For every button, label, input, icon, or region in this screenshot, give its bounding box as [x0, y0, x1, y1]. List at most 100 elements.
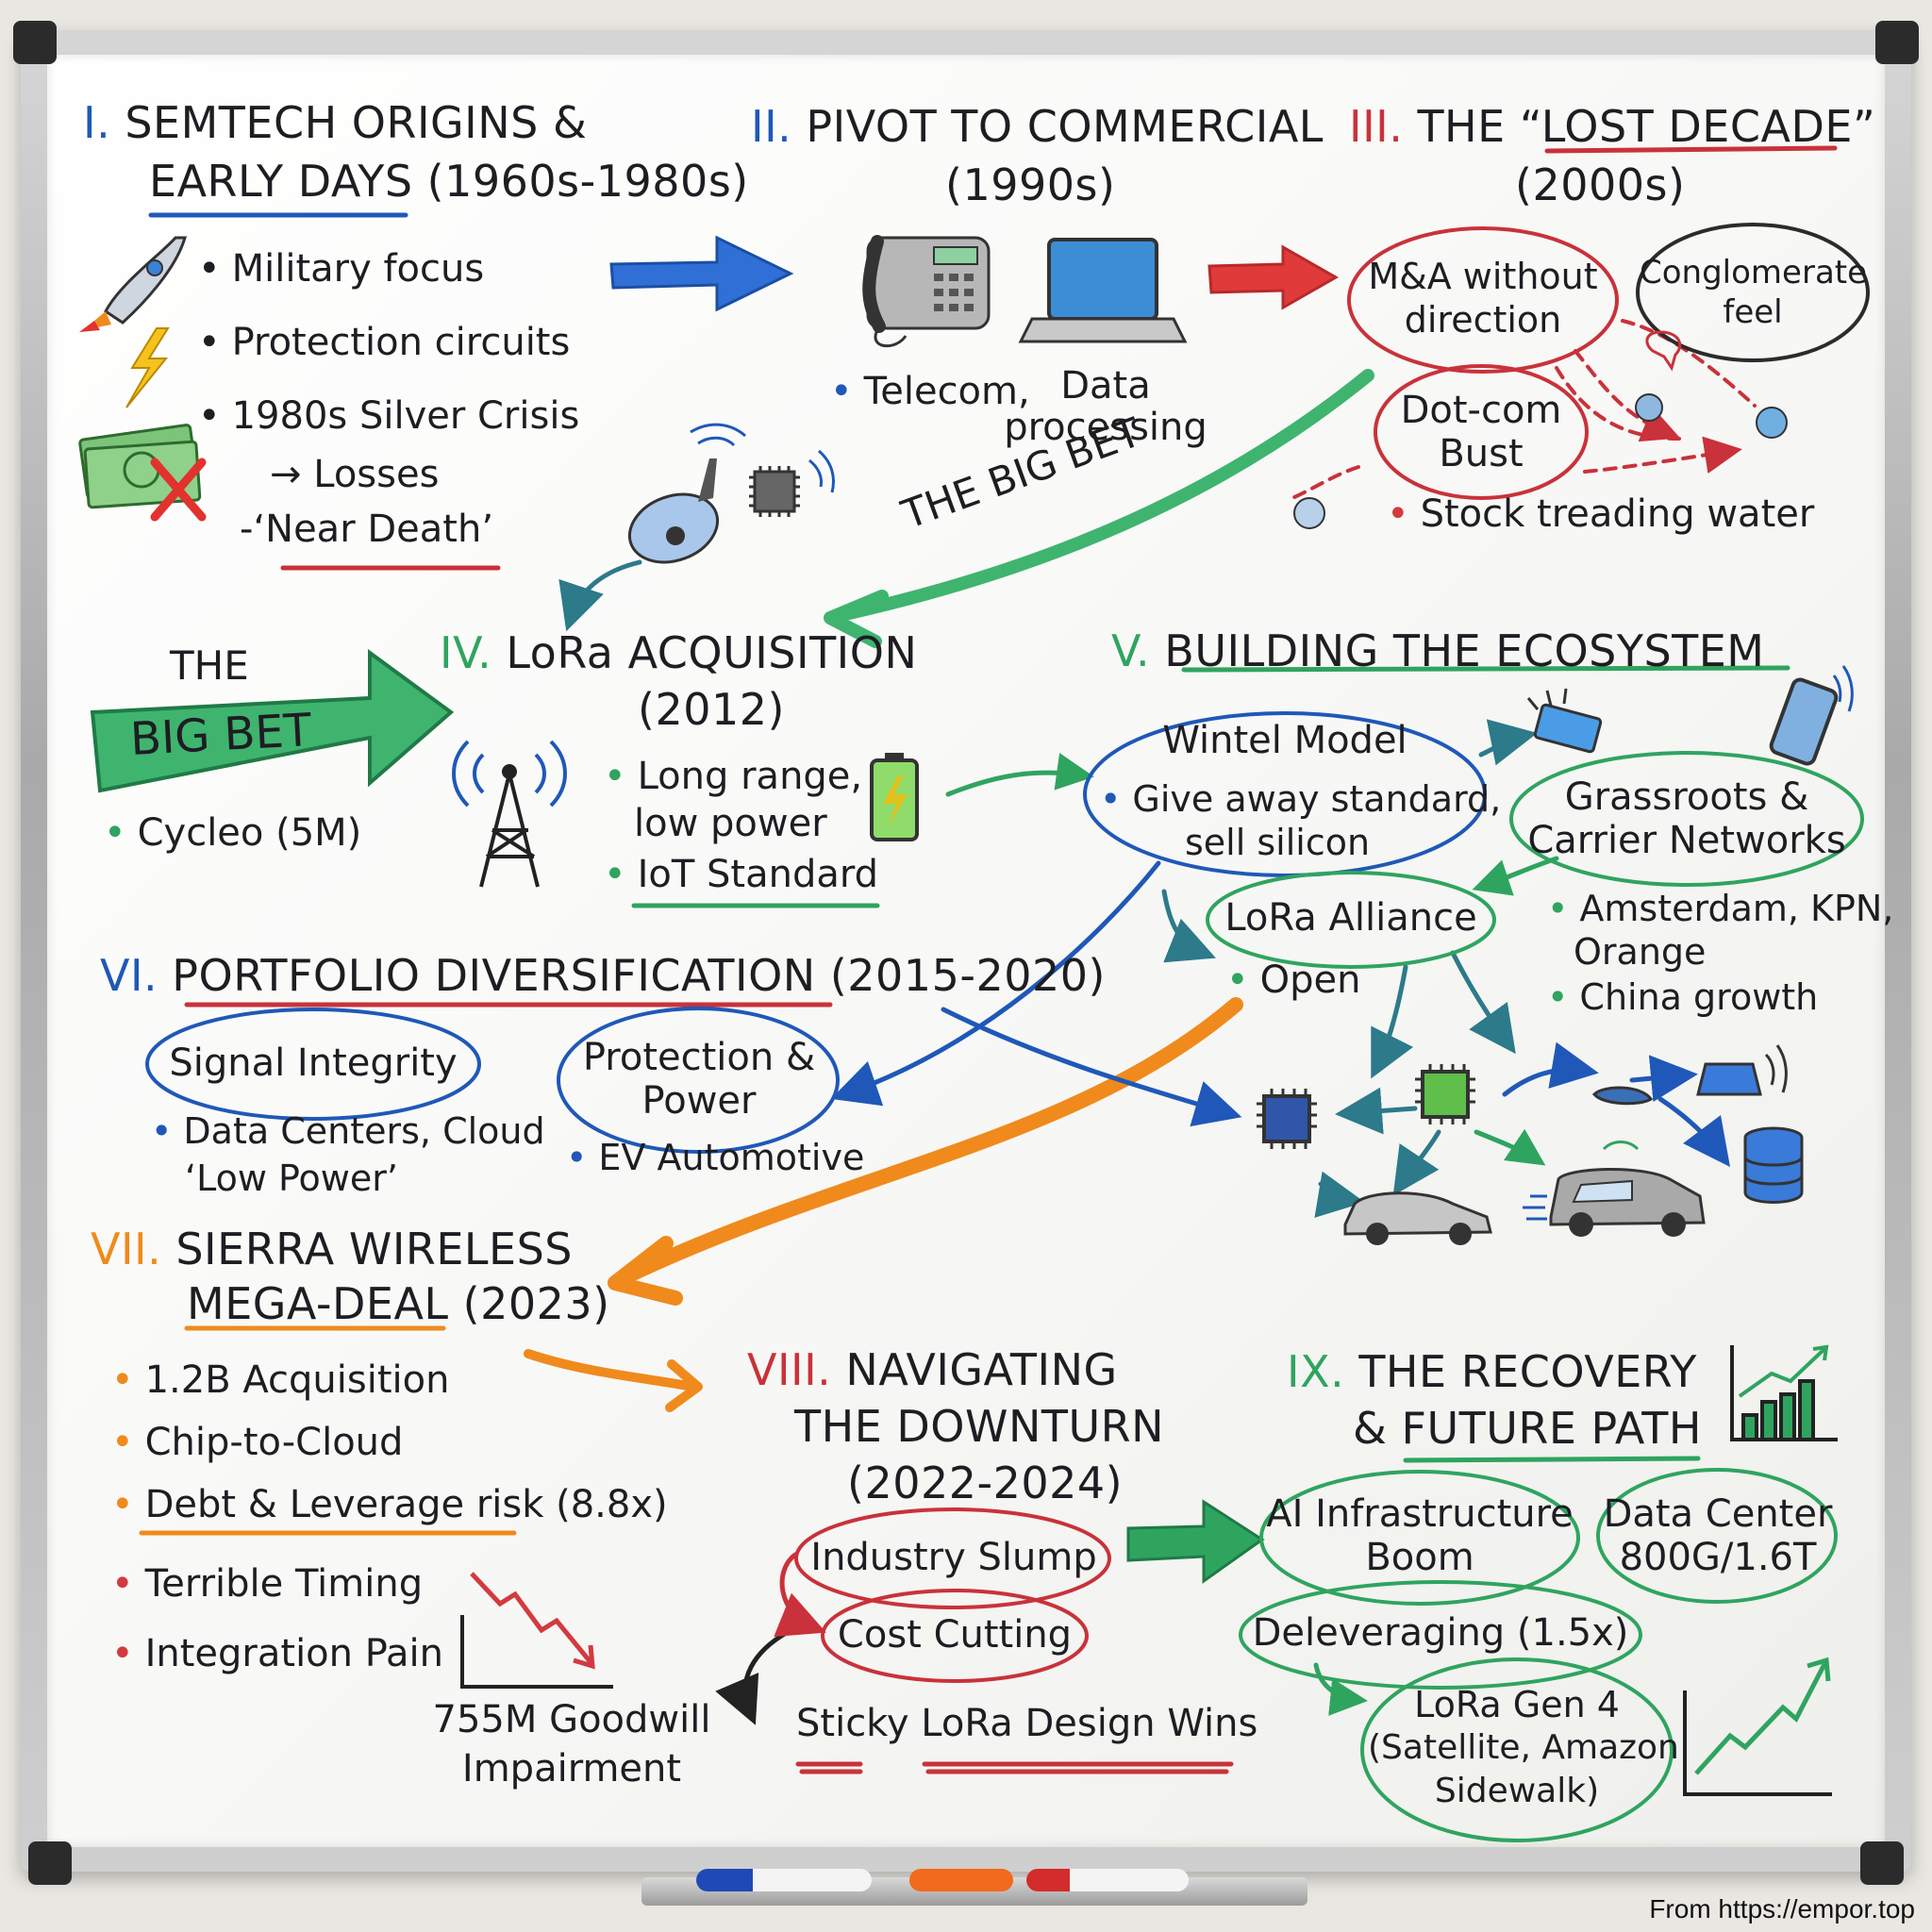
cost-cutting-label: Cost Cutting — [837, 1613, 1073, 1657]
section-7-years: (2023) — [462, 1278, 610, 1329]
big-bet-label: BIG BET — [128, 704, 313, 766]
bullet-text: Terrible Timing — [144, 1562, 424, 1606]
section-9-title: IX. THE RECOVERY — [1287, 1347, 1697, 1397]
bullet-text: Open — [1259, 958, 1361, 1002]
big-bet-curve-arrow — [842, 369, 1374, 620]
arrow-to-protection-power — [830, 860, 1161, 1107]
section-1-subtitle: EARLY DAYS (1960s-1980s) — [149, 157, 749, 207]
section-3-title-prefix: THE “ — [1417, 101, 1541, 152]
down-trend-chart-icon — [460, 1572, 613, 1689]
dot-com-line1: Dot-com — [1400, 389, 1562, 432]
section-7-subtitle: MEGA-DEAL (2023) — [187, 1279, 610, 1329]
bullet-text: Amsterdam, KPN, — [1579, 888, 1894, 929]
section-4-years: (2012) — [638, 684, 785, 735]
data-centers-bullet: Data Centers, Cloud — [151, 1110, 544, 1153]
money-icon — [78, 424, 207, 522]
section-7-title: VII. SIERRA WIRELESS — [91, 1224, 573, 1274]
iot-bullet: IoT Standard — [604, 853, 878, 896]
section-6-numeral: VI. — [100, 950, 158, 1001]
wintel-bullet: Give away standard, — [1100, 778, 1502, 821]
data-processing-line2: processing — [1004, 406, 1208, 449]
oval-cost-cutting — [821, 1589, 1089, 1683]
section-9-title-line2: & FUTURE PATH — [1353, 1403, 1702, 1454]
speech-bubble-icon — [1293, 330, 1788, 529]
bullet-text: Give away standard, — [1132, 778, 1502, 820]
bullet-text: Military focus — [231, 247, 485, 291]
section-6-years: (2015-2020) — [829, 950, 1106, 1001]
arrow-to-section-3 — [1208, 244, 1340, 310]
big-bet-arrow — [90, 649, 455, 793]
chip-icon — [1415, 1064, 1475, 1124]
section-1-title-line1: SEMTECH ORIGINS & — [125, 97, 588, 148]
bullet-text: Protection circuits — [231, 321, 571, 364]
section-6-title: VI. PORTFOLIO DIVERSIFICATION (2015-2020… — [100, 951, 1106, 1001]
open-bullet: Open — [1226, 958, 1361, 1002]
section-3-title: III. THE “LOST DECADE” — [1349, 102, 1875, 152]
section-7-bullet: Integration Pain — [111, 1632, 443, 1675]
underline-future-path — [1403, 1456, 1701, 1463]
ma-line2: direction — [1404, 299, 1562, 341]
section-7-bullet: Chip-to-Cloud — [111, 1421, 404, 1464]
big-bet-small-label: THE — [170, 642, 249, 689]
orange-marker[interactable] — [909, 1869, 1013, 1891]
oval-ma-without-direction — [1347, 226, 1619, 374]
orange-arrow-to-section-8 — [524, 1349, 698, 1391]
deleveraging-label: Deleveraging (1.5x) — [1252, 1611, 1629, 1655]
section-7-bullet: Terrible Timing — [111, 1562, 424, 1606]
underline-lora-design-wins — [922, 1761, 1234, 1774]
battery-icon — [870, 753, 919, 841]
sticky-design-wins: Sticky LoRa Design Wins — [796, 1702, 1258, 1745]
near-death-prefix: - — [240, 508, 254, 551]
section-1-title-line2: EARLY DAYS — [149, 156, 413, 207]
laptop-icon — [1018, 238, 1188, 343]
arrow-sensor-to-lora — [558, 559, 642, 632]
bullet-text: Cycleo (5M) — [137, 811, 362, 855]
bullet-text: Stock treading water — [1420, 492, 1815, 536]
near-death-text: ‘Near Death’ — [253, 508, 494, 551]
underline-lost-decade — [1544, 145, 1838, 154]
grassroots-line1: Grassroots & — [1564, 775, 1809, 819]
section-1-title: I. SEMTECH ORIGINS & — [83, 98, 587, 148]
lora-gen4-line1: LoRa Gen 4 — [1414, 1684, 1620, 1725]
conglomerate-line1: Conglomerate — [1640, 254, 1868, 291]
section-1-bullet: Military focus — [198, 247, 485, 291]
section-5-numeral: V. — [1111, 625, 1151, 676]
bullet-text: Telecom, — [863, 370, 1030, 413]
oval-industry-slump — [794, 1507, 1111, 1609]
stock-bullet: Stock treading water — [1387, 492, 1815, 536]
database-icon — [1743, 1126, 1804, 1204]
bullet-text: Debt & Leverage risk (8.8x) — [144, 1483, 668, 1526]
section-1-numeral: I. — [83, 97, 111, 148]
section-9-title-line1: THE RECOVERY — [1358, 1346, 1697, 1397]
china-bullet: China growth — [1547, 976, 1818, 1019]
bullet-text: IoT Standard — [637, 853, 878, 896]
sensor-icon — [1526, 688, 1603, 754]
orange-text: Orange — [1574, 931, 1707, 973]
red-marker[interactable] — [1026, 1869, 1189, 1891]
lora-alliance-label: LoRa Alliance — [1224, 896, 1477, 940]
frame-corner — [1860, 1841, 1904, 1885]
losses-text: → Losses — [270, 453, 440, 496]
section-8-numeral: VIII. — [747, 1344, 832, 1395]
arrow-to-section-9 — [1126, 1499, 1265, 1584]
blue-marker[interactable] — [696, 1869, 872, 1891]
smartphone-icon — [1769, 665, 1854, 766]
cell-tower-icon — [452, 740, 567, 888]
arrow-to-chips — [941, 1007, 1242, 1127]
bullet-text: Long range, — [637, 755, 863, 798]
lightning-icon — [125, 327, 170, 408]
section-4-numeral: IV. — [440, 627, 492, 678]
industry-slump-label: Industry Slump — [810, 1536, 1097, 1579]
section-2-title: II. PIVOT TO COMMERCIAL — [751, 102, 1324, 152]
section-3-title-emphasis: LOST DECADE — [1541, 101, 1853, 152]
section-8-title: VIII. NAVIGATING — [747, 1345, 1118, 1395]
section-3-numeral: III. — [1349, 101, 1404, 152]
section-1-bullet: 1980s Silver Crisis — [198, 394, 580, 438]
grassroots-line2: Carrier Networks — [1527, 819, 1846, 862]
telephone-icon — [862, 235, 991, 348]
dot-com-line2: Bust — [1439, 432, 1524, 475]
section-7-bullet: Debt & Leverage risk (8.8x) — [111, 1483, 668, 1526]
bullet-text: EV Automotive — [598, 1137, 865, 1178]
telecom-label: Telecom, — [830, 370, 1030, 413]
